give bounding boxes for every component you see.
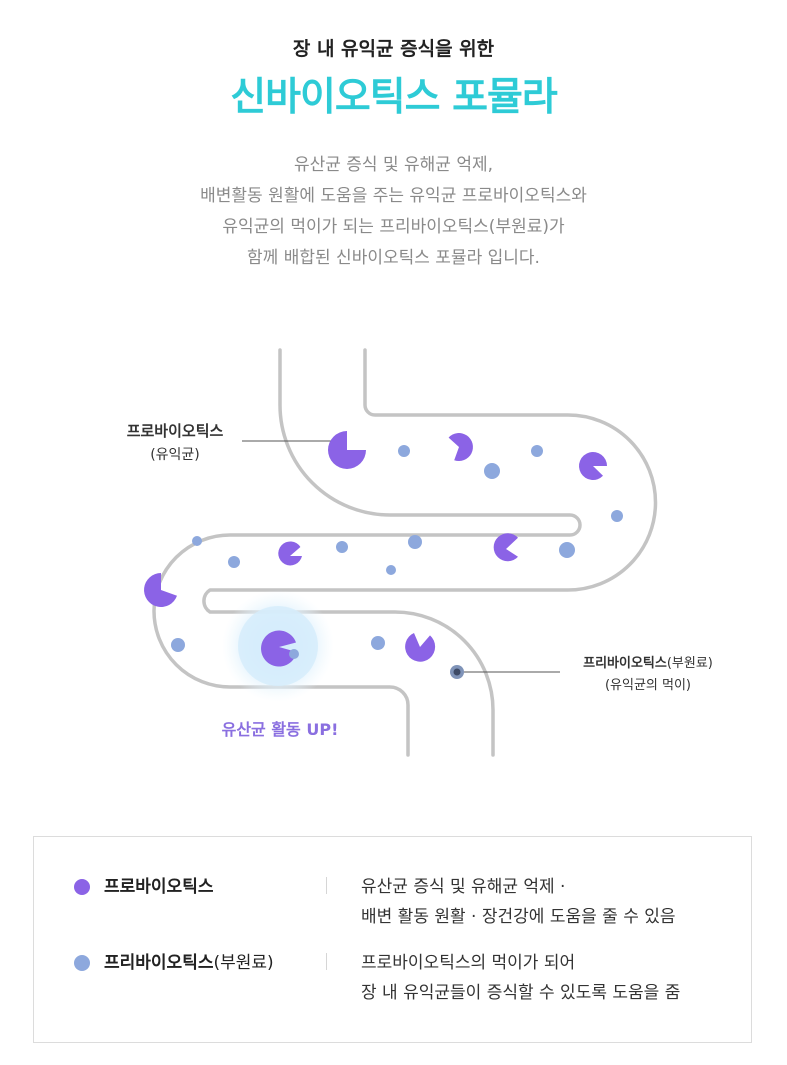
legend-name: 프로바이오틱스 [104, 873, 213, 901]
prebiotic-dot [192, 536, 202, 546]
probiotic-icon [405, 633, 436, 662]
legend-description-line: 장 내 유익균들이 증식할 수 있도록 도움을 줌 [361, 983, 681, 1003]
probiotic-dot-icon [74, 879, 90, 895]
intestine-diagram [144, 348, 658, 757]
legend-divider [326, 953, 327, 970]
legend-description-line: 유산균 증식 및 유해균 억제 · [361, 877, 566, 897]
prebiotic-dot [386, 565, 396, 575]
probiotic-icon [493, 533, 518, 562]
prebiotics-callout-label: 프리바이오틱스(부원료) [560, 652, 736, 671]
prebiotic-dot [171, 638, 185, 652]
probiotics-callout: 프로바이오틱스 (유익균) [105, 420, 245, 464]
legend-name: 프리바이오틱스(부원료) [104, 949, 274, 977]
prebiotic-dot [371, 636, 385, 650]
prebiotic-dot [228, 556, 240, 568]
description-line: 유산균 증식 및 유해균 억제, [293, 155, 494, 175]
prebiotic-dot-labeled-core [453, 668, 461, 676]
legend-name-main: 프리바이오틱스 [104, 953, 214, 973]
header-subtitle: 장 내 유익균 증식을 위한 [292, 38, 495, 60]
probiotic-icon [579, 452, 607, 481]
prebiotic-dot [611, 510, 623, 522]
prebiotic-dot-icon [74, 955, 90, 971]
legend-name-main: 프로바이오틱스 [104, 877, 214, 897]
description-line: 배변활동 원활에 도움을 주는 유익균 프로바이오틱스와 [200, 186, 587, 206]
description-line: 유익균의 먹이가 되는 프리바이오틱스(부원료)가 [222, 217, 565, 237]
legend-name-suffix: (부원료) [213, 953, 274, 973]
legend-description-line: 프로바이오틱스의 먹이가 되어 [361, 953, 576, 973]
probiotic-icon [144, 573, 177, 607]
legend-description: 유산균 증식 및 유해균 억제 · 배변 활동 원활 · 장건강에 도움을 줄 … [361, 873, 676, 933]
header-title: 신바이오틱스 포뮬라 [230, 75, 558, 120]
prebiotics-group [171, 445, 623, 659]
legend-description-line: 배변 활동 원활 · 장건강에 도움을 줄 수 있음 [361, 907, 676, 927]
prebiotic-dot [408, 535, 422, 549]
description-line: 함께 배합된 신바이오틱스 포뮬라 입니다. [247, 248, 540, 268]
prebiotics-callout-suffix: (부원료) [666, 656, 713, 671]
probiotics-group [144, 431, 607, 667]
intestine-inner-wall [202, 348, 658, 757]
legend-divider [326, 877, 327, 894]
probiotic-icon [448, 433, 473, 462]
activity-up-label: 유산균 활동 UP! [221, 720, 339, 739]
prebiotic-dot [559, 542, 575, 558]
prebiotic-dot [531, 445, 543, 457]
probiotic-icon [261, 630, 297, 667]
intestine-outer-wall [152, 348, 582, 757]
prebiotic-dot [484, 463, 500, 479]
probiotic-icon [328, 431, 366, 469]
probiotic-icon [278, 541, 302, 566]
header-description: 유산균 증식 및 유해균 억제, 배변활동 원활에 도움을 주는 유익균 프로바… [0, 150, 787, 274]
probiotics-callout-label: 프로바이오틱스 [126, 422, 224, 440]
legend-box: 프로바이오틱스 유산균 증식 및 유해균 억제 · 배변 활동 원활 · 장건강… [33, 836, 752, 1043]
prebiotic-dot [398, 445, 410, 457]
prebiotics-callout: 프리바이오틱스(부원료) (유익균의 먹이) [560, 652, 736, 693]
legend-description: 프로바이오틱스의 먹이가 되어 장 내 유익균들이 증식할 수 있도록 도움을 … [361, 949, 680, 1009]
prebiotic-dot [289, 649, 299, 659]
prebiotic-dot [336, 541, 348, 553]
prebiotics-callout-name: 프리바이오틱스 [583, 656, 667, 671]
prebiotics-callout-sub: (유익균의 먹이) [604, 678, 692, 693]
probiotics-callout-sub: (유익균) [150, 447, 200, 463]
